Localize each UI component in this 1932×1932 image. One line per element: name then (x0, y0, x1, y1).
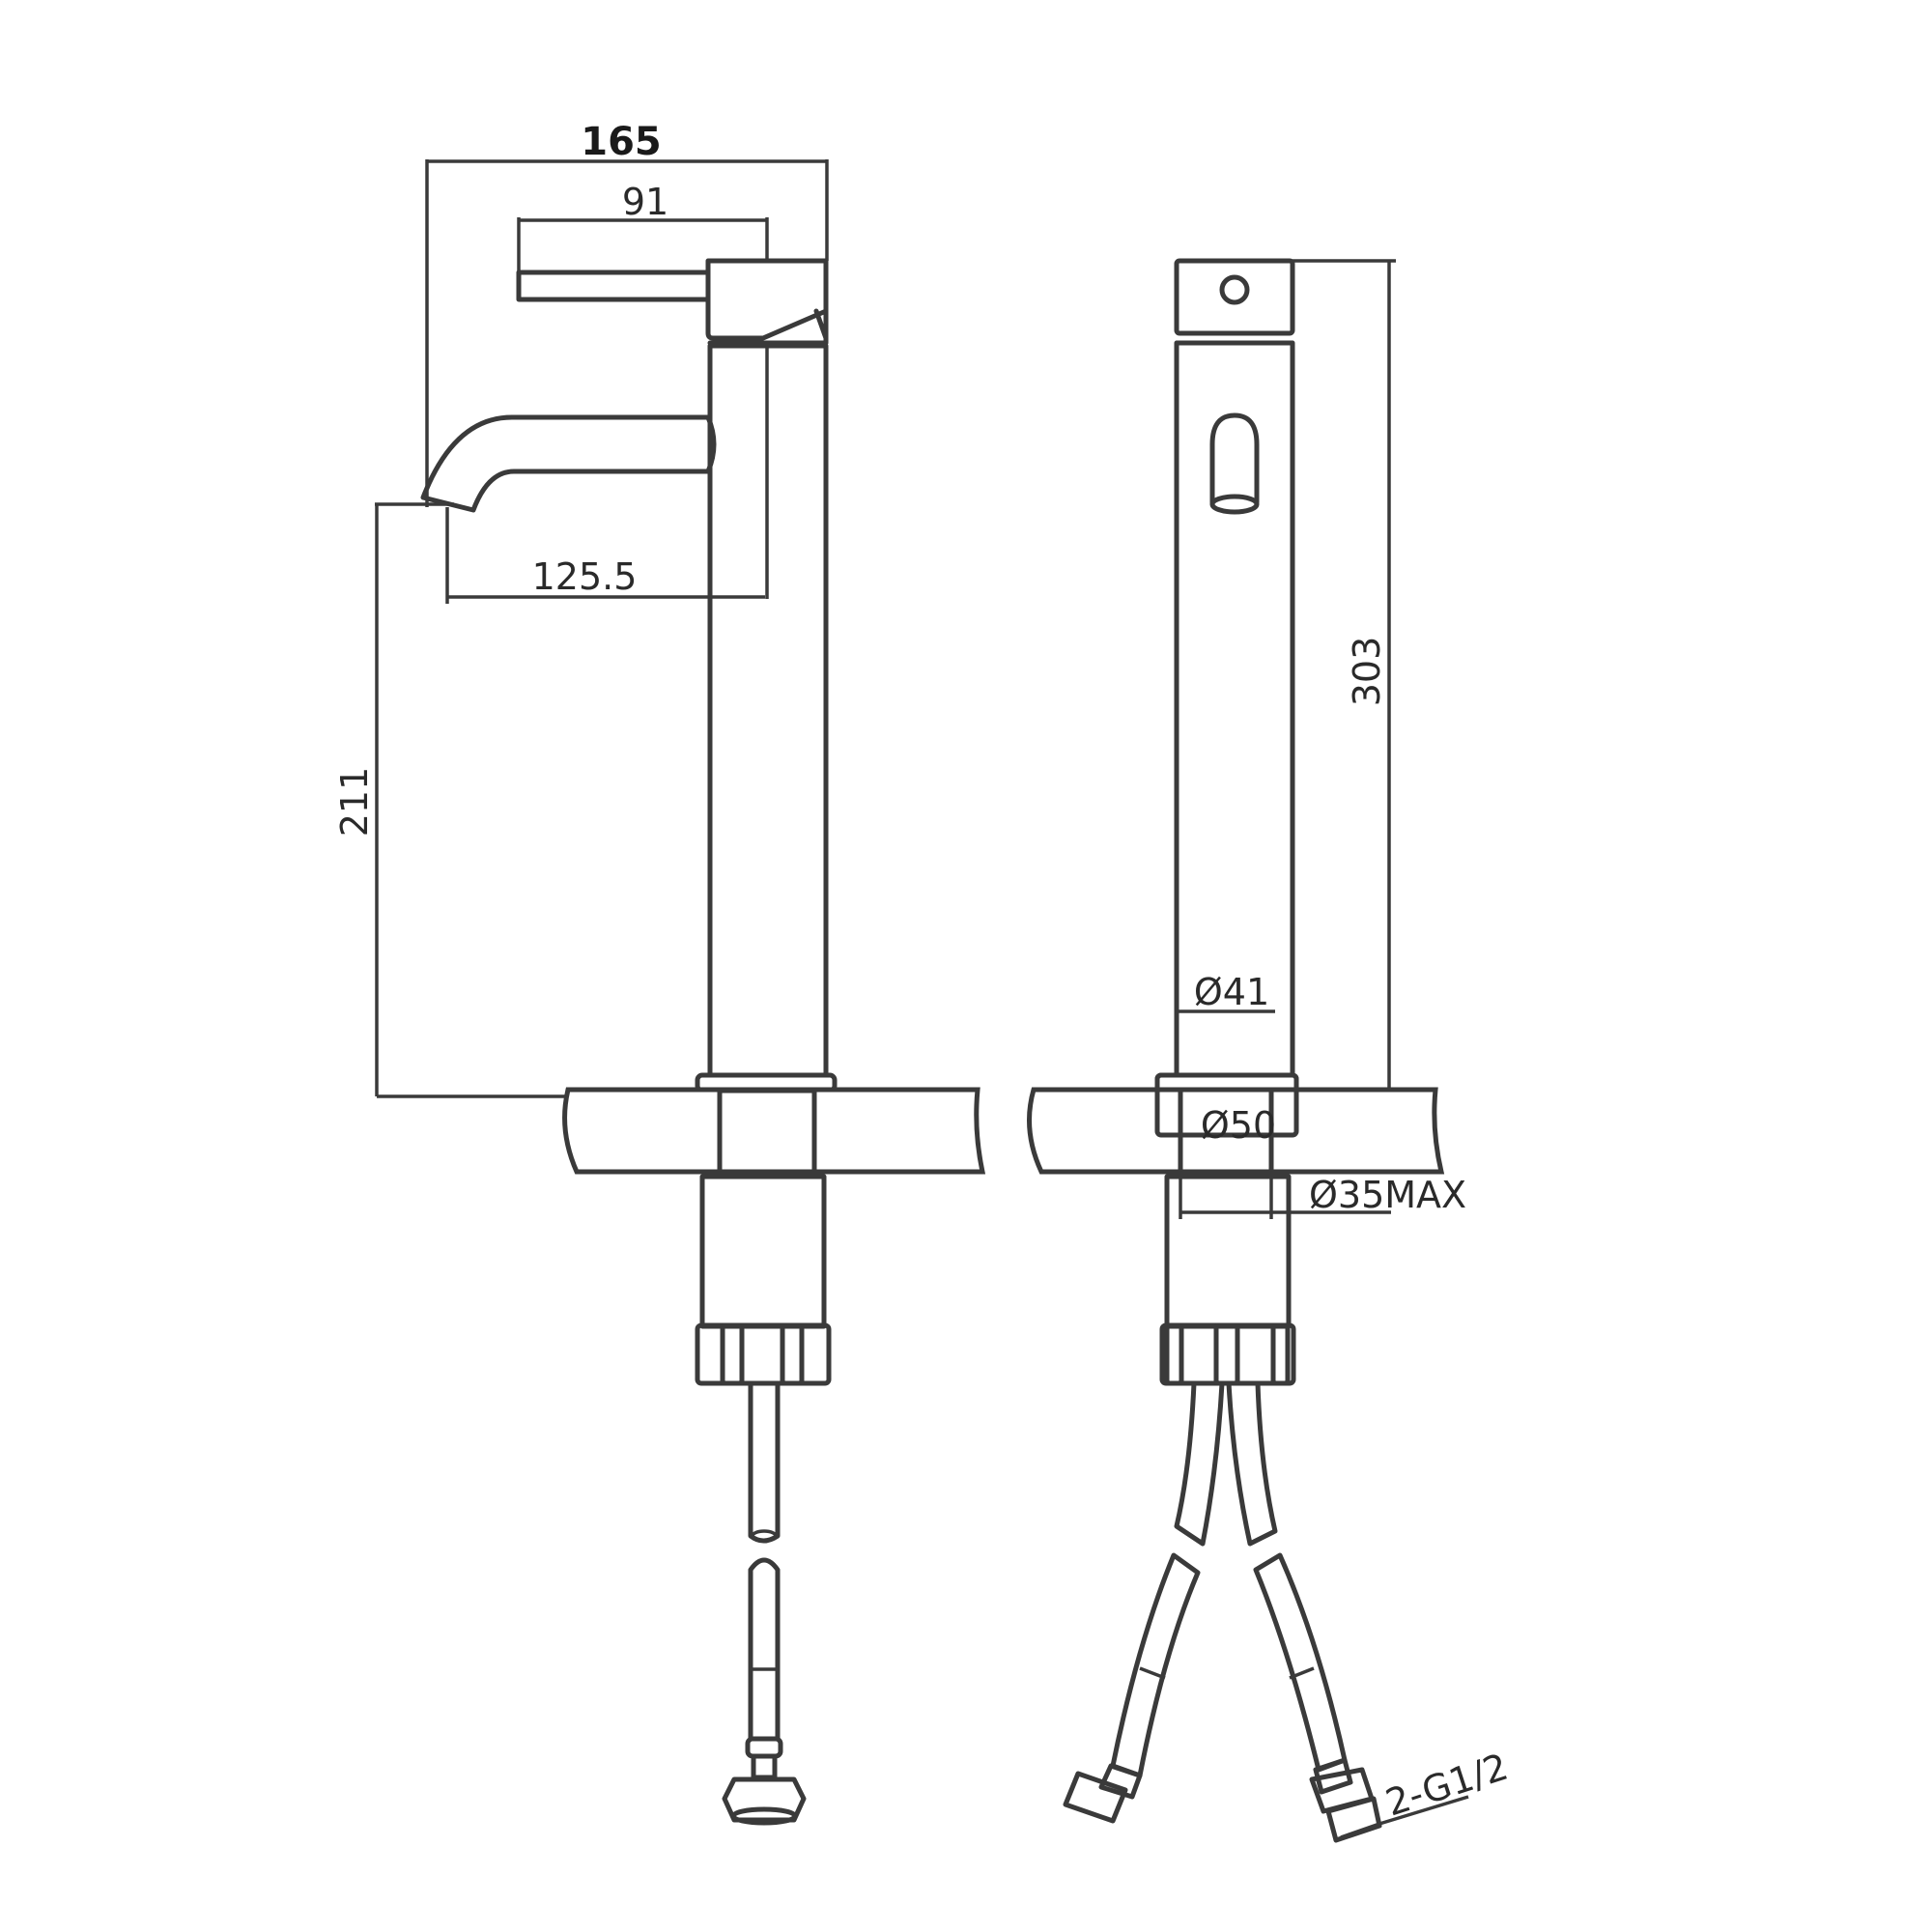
label-g12: 2-G1/2 (1380, 1746, 1513, 1825)
spout-outlet (1209, 412, 1260, 505)
label-d35max: Ø35MAX (1309, 1174, 1466, 1216)
front-view: 303 Ø41 Ø50 Ø35MAX (1027, 258, 1513, 1843)
fixing-nut (695, 1322, 832, 1386)
dimension-d35max: Ø35MAX (1179, 1172, 1466, 1219)
dimension-91: 91 (517, 181, 769, 299)
label-d50: Ø50 (1201, 1104, 1276, 1147)
indicator-dot (1219, 274, 1250, 305)
front-head (1174, 258, 1295, 336)
supply-hoses-front (1063, 1380, 1382, 1843)
countertop-right (811, 1087, 986, 1175)
supply-hose-side (722, 1380, 807, 1826)
label-165: 165 (581, 120, 662, 164)
label-91: 91 (622, 181, 668, 223)
cartridge-head (705, 258, 829, 346)
front-fixing-nut (1159, 1322, 1296, 1386)
dimension-303: 303 (1293, 259, 1396, 1090)
label-211: 211 (333, 767, 376, 838)
side-view: 165 91 125.5 211 (333, 120, 986, 1826)
label-d41: Ø41 (1194, 971, 1269, 1013)
front-body (1174, 340, 1295, 1078)
dimension-125-5: 125.5 (445, 507, 765, 604)
countertop-front-right (1268, 1087, 1445, 1175)
countertop-front-left (1027, 1087, 1183, 1175)
dimension-211: 211 (333, 502, 710, 1098)
spout (420, 414, 717, 513)
label-125-5: 125.5 (532, 555, 638, 598)
countertop-left (562, 1087, 723, 1175)
handle-lever (516, 270, 711, 302)
dimension-g12: 2-G1/2 (1340, 1746, 1513, 1839)
label-303: 303 (1346, 637, 1388, 707)
shank (699, 1174, 827, 1329)
dimension-165: 165 (425, 120, 829, 507)
dimension-d41: Ø41 (1177, 971, 1275, 1013)
